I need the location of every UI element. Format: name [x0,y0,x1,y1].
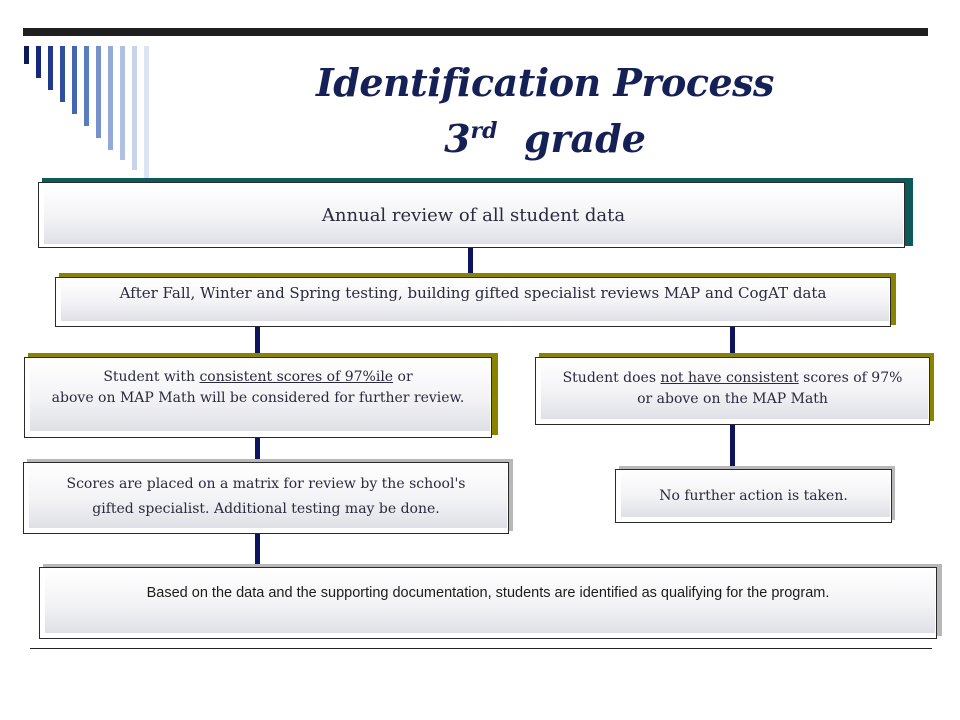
not-consistent-line-1: Student does not have consistent scores … [563,368,903,389]
connector-right-to-noaction [730,424,735,469]
title-grade-number: 3 [444,116,471,161]
consistent-line-2: above on MAP Math will be considered for… [51,390,465,406]
decorative-stripes [24,46,164,186]
not-consistent-pre-text: Student does [562,370,661,386]
annual-review-fill [44,186,903,244]
identified-text: Based on the data and the supporting doc… [146,585,830,601]
matrix-line-1: Scores are placed on a matrix for review… [66,476,466,492]
identified-box: Based on the data and the supporting doc… [39,571,937,615]
consistent-line-1: Student with consistent scores of 97%ile… [103,367,412,388]
connector-after-to-right [730,326,735,356]
consistent-pre-text: Student with [103,369,200,385]
title-line-2: 3rd grade [300,108,790,162]
title-grade-word: grade [523,116,646,161]
connector-annual-to-after [468,248,473,278]
title-grade-suffix: rd [470,118,498,144]
annual-review-box: Annual review of all student data [44,186,903,244]
consistent-post-text: or [393,369,413,385]
matrix-line-2: gifted specialist. Additional testing ma… [92,501,440,517]
not-consistent-line-2: or above on the MAP Math [637,391,828,407]
header-bar [23,28,928,36]
after-testing-box: After Fall, Winter and Spring testing, b… [55,277,891,309]
title-line-1: Identification Process [316,60,774,105]
consistent-underlined-text: consistent scores of 97%ile [199,369,394,385]
after-testing-fill [61,279,889,321]
no-action-fill [621,471,890,517]
connector-after-to-left [255,326,260,356]
not-consistent-underlined-text: not have consistent [660,370,799,386]
matrix-box: Scores are placed on a matrix for review… [23,464,509,530]
identified-fill [45,569,935,633]
not-consistent-fill [541,359,928,419]
consistent-box: Student with consistent scores of 97%ile… [24,359,492,417]
footer-rule [30,648,932,649]
connector-left-to-matrix [255,437,260,462]
connector-matrix-to-identified [255,534,260,564]
matrix-fill [29,464,507,528]
after-testing-text: After Fall, Winter and Spring testing, b… [119,284,827,302]
annual-review-text: Annual review of all student data [321,204,626,226]
consistent-fill [30,359,490,431]
slide-title: Identification Process 3rd grade [300,60,790,162]
not-consistent-post-text: scores of 97% [798,370,903,386]
no-action-box: No further action is taken. [615,469,892,523]
no-action-text: No further action is taken. [659,487,848,504]
not-consistent-box: Student does not have consistent scores … [535,359,930,419]
